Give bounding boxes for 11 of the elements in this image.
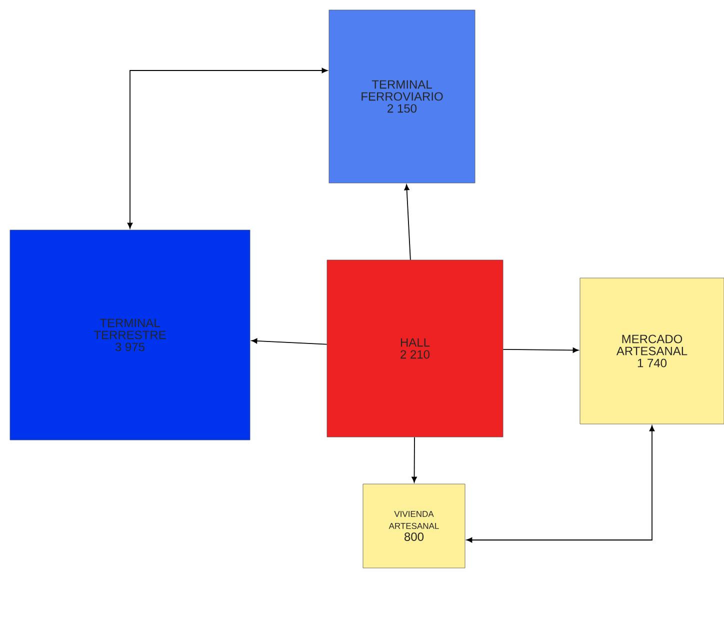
block-box: VIVIENDA ARTESANAL 800 xyxy=(362,484,466,568)
arrow xyxy=(466,425,655,543)
arrow xyxy=(502,348,579,353)
block-box: TERMINAL FERROVIARIO 2 150 xyxy=(328,10,476,184)
block-box: MERCADO ARTESANAL 1 740 xyxy=(580,278,724,424)
arrow xyxy=(127,68,328,229)
block-box: HALL 2 210 xyxy=(326,260,504,438)
block-box: TERMINAL TERRESTRE 3 975 xyxy=(10,230,250,440)
arrow xyxy=(404,184,411,260)
arrow xyxy=(251,338,328,345)
arrow xyxy=(412,436,417,483)
